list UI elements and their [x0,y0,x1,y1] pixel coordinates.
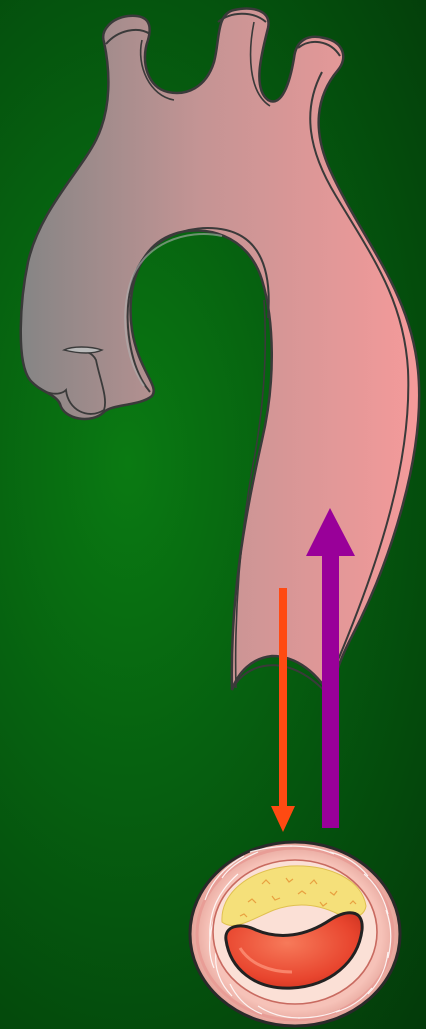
aorta-wall [21,9,419,702]
artery-cross-section-icon [190,842,400,1026]
aorta-icon [21,9,419,702]
down-arrow-shaft [279,588,287,810]
up-arrow-shaft [322,552,339,828]
down-arrow-head [271,806,295,832]
